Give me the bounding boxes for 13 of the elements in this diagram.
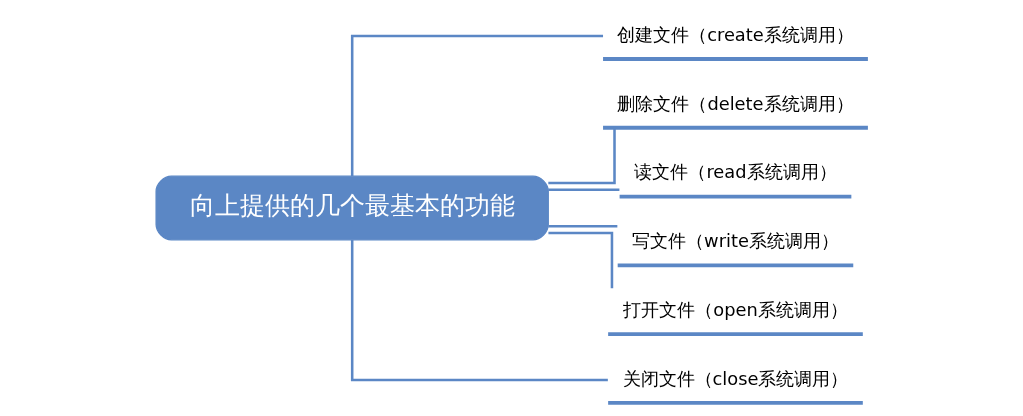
node-text: 创建文件（create系统调用） <box>616 23 854 45</box>
node-text: 读文件（read系统调用） <box>633 161 837 183</box>
node-text: 打开文件（open系统调用） <box>622 298 848 320</box>
node-text: 关闭文件（close系统调用） <box>622 367 848 389</box>
node-box: 向上提供的几个最基本的功能 <box>154 175 549 241</box>
connector <box>350 34 603 177</box>
connector <box>547 188 619 192</box>
node-text: 删除文件（delete系统调用） <box>616 92 854 114</box>
connector <box>547 127 616 185</box>
connector <box>547 231 613 289</box>
connector <box>547 224 617 228</box>
connector <box>350 239 608 382</box>
node-text: 写文件（write系统调用） <box>631 230 839 252</box>
